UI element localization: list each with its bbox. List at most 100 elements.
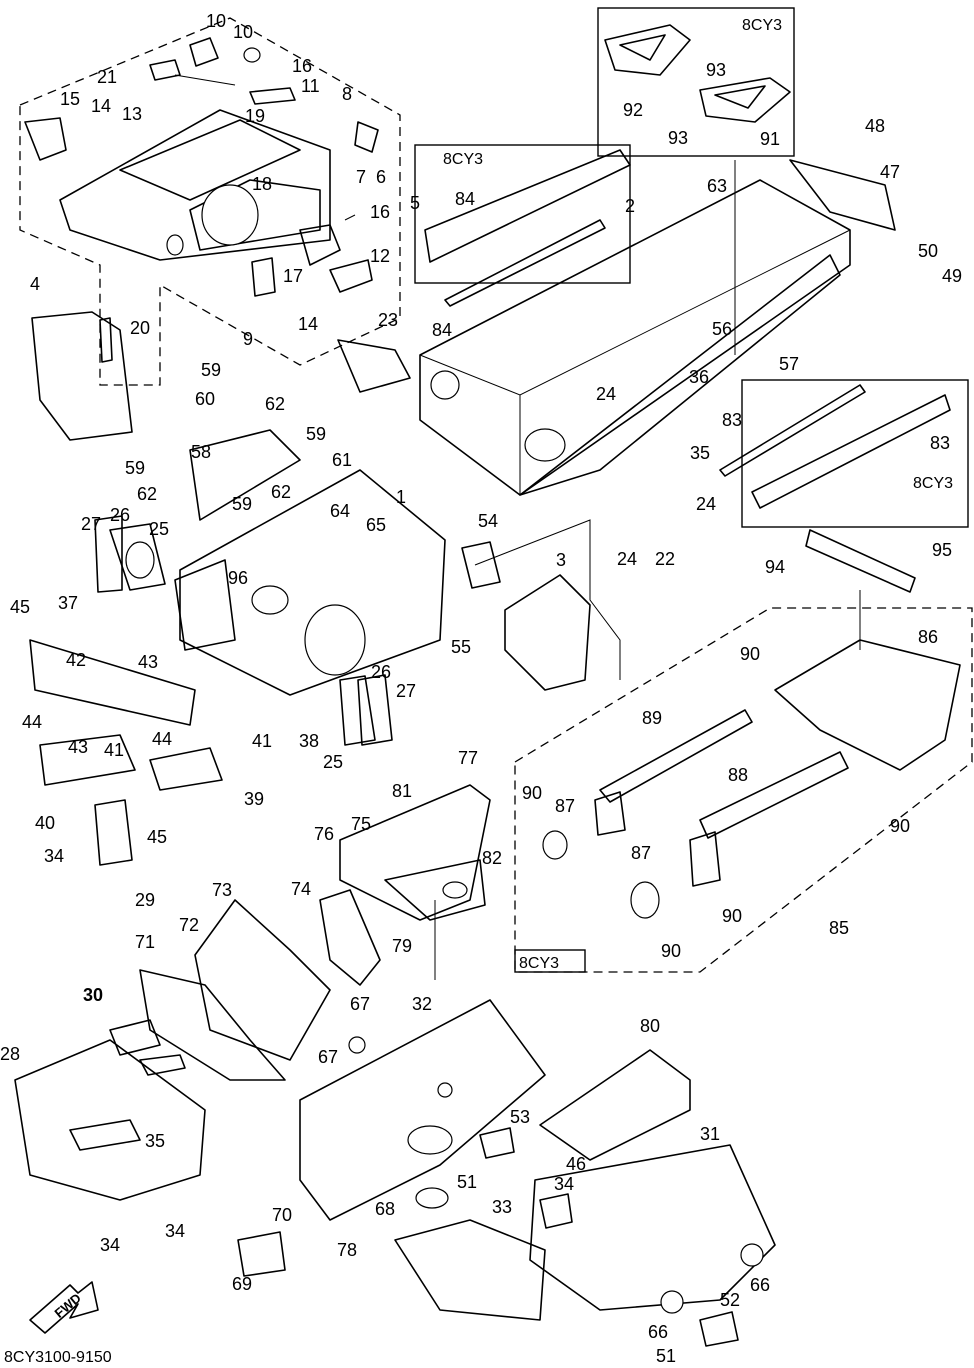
callout-10: 10	[206, 11, 226, 31]
callout-28: 28	[0, 1044, 20, 1064]
callout-4: 4	[30, 274, 40, 294]
callout-59: 59	[125, 458, 145, 478]
callout-62: 62	[137, 484, 157, 504]
callout-16: 16	[370, 202, 390, 222]
callout-67: 67	[318, 1047, 338, 1067]
variant-box-rail-83	[741, 379, 969, 528]
callout-39: 39	[244, 789, 264, 809]
callout-40: 40	[35, 813, 55, 833]
variant-boxes	[414, 7, 969, 973]
callout-22: 22	[655, 549, 675, 569]
callout-45: 45	[147, 827, 167, 847]
variant-box-floor	[514, 949, 586, 973]
grips-parts	[604, 24, 791, 123]
callout-63: 63	[707, 176, 727, 196]
callout-42: 42	[66, 650, 86, 670]
callout-86: 86	[918, 627, 938, 647]
rear-frame-subassembly	[24, 37, 411, 441]
callout-87: 87	[631, 843, 651, 863]
callout-72: 72	[179, 915, 199, 935]
callout-69: 69	[232, 1274, 252, 1294]
callout-51: 51	[656, 1346, 676, 1366]
callout-80: 80	[640, 1016, 660, 1036]
callout-84: 84	[455, 189, 475, 209]
callout-24: 24	[617, 549, 637, 569]
callout-36: 36	[689, 367, 709, 387]
callout-12: 12	[370, 246, 390, 266]
callout-93: 93	[706, 60, 726, 80]
callout-6: 6	[376, 167, 386, 187]
callout-81: 81	[392, 781, 412, 801]
callout-11: 11	[301, 76, 320, 96]
callout-48: 48	[865, 116, 885, 136]
callout-55: 55	[451, 637, 471, 657]
callout-46: 46	[566, 1154, 586, 1174]
callout-10: 10	[233, 22, 253, 42]
callout-31: 31	[700, 1124, 720, 1144]
callout-13: 13	[122, 104, 142, 124]
callout-64: 64	[330, 501, 350, 521]
callout-61: 61	[332, 450, 352, 470]
callout-59: 59	[306, 424, 326, 444]
callout-76: 76	[314, 824, 334, 844]
callout-52: 52	[720, 1290, 740, 1310]
rear-frame-assembly-outline	[19, 17, 401, 386]
callout-9: 9	[243, 329, 253, 349]
variant-tag: 8CY3	[742, 17, 782, 34]
callout-8: 8	[342, 84, 352, 104]
callout-75: 75	[351, 814, 371, 834]
callout-66: 66	[648, 1322, 668, 1342]
callout-34: 34	[165, 1221, 185, 1241]
callout-93: 93	[668, 128, 688, 148]
tunnel-link-line	[474, 519, 621, 680]
callout-41: 41	[252, 731, 272, 751]
callout-53: 53	[510, 1107, 530, 1127]
callout-89: 89	[642, 708, 662, 728]
callout-96: 96	[228, 568, 248, 588]
callout-26: 26	[110, 505, 130, 525]
callout-35: 35	[145, 1131, 165, 1151]
callout-14: 14	[298, 314, 318, 334]
callout-44: 44	[22, 712, 42, 732]
callout-49: 49	[942, 266, 962, 286]
fwd-arrow-icon	[29, 1281, 99, 1334]
callout-71: 71	[135, 932, 155, 952]
callout-23: 23	[378, 310, 398, 330]
callout-14: 14	[91, 96, 111, 116]
callout-90: 90	[522, 783, 542, 803]
callout-18: 18	[252, 174, 272, 194]
floor-kit-parts	[542, 529, 961, 919]
callout-83: 83	[930, 433, 950, 453]
callout-24: 24	[596, 384, 616, 404]
callout-50: 50	[918, 241, 938, 261]
callout-25: 25	[149, 519, 169, 539]
callout-41: 41	[104, 740, 124, 760]
callout-65: 65	[366, 515, 386, 535]
callout-94: 94	[765, 557, 785, 577]
callout-90: 90	[722, 906, 742, 926]
callout-37: 37	[58, 593, 78, 613]
leader-lines	[174, 74, 861, 980]
callout-34: 34	[44, 846, 64, 866]
callout-27: 27	[81, 514, 101, 534]
callout-78: 78	[337, 1240, 357, 1260]
callout-82: 82	[482, 848, 502, 868]
callout-35: 35	[690, 443, 710, 463]
callout-59: 59	[201, 360, 221, 380]
callout-91: 91	[760, 129, 780, 149]
callout-43: 43	[138, 652, 158, 672]
callout-59: 59	[232, 494, 252, 514]
variant-tag: 8CY3	[519, 955, 559, 972]
callout-30: 30	[83, 985, 103, 1005]
callout-7: 7	[356, 167, 366, 187]
callout-29: 29	[135, 890, 155, 910]
callout-87: 87	[555, 796, 575, 816]
callout-20: 20	[130, 318, 150, 338]
floor-kit-outline	[514, 607, 973, 973]
callout-90: 90	[661, 941, 681, 961]
callout-62: 62	[265, 394, 285, 414]
variant-tag: 8CY3	[913, 475, 953, 492]
